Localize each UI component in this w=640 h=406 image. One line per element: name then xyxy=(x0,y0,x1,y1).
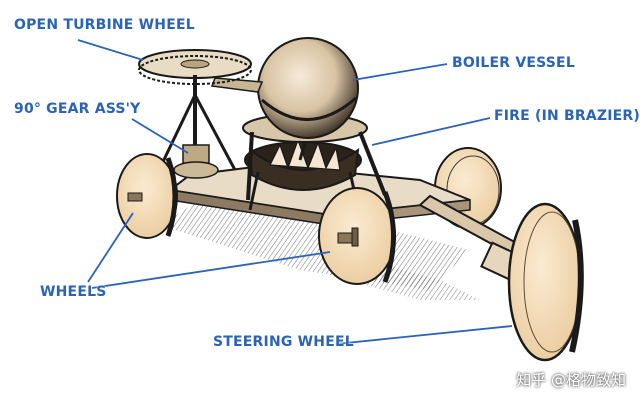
leader-gear xyxy=(131,118,189,154)
label-wheels: WHEELS xyxy=(40,284,107,300)
leader-boiler xyxy=(352,63,448,81)
middle-wheel xyxy=(318,187,396,285)
label-boiler-vessel: BOILER VESSEL xyxy=(452,55,575,71)
label-fire-in-brazier: FIRE (IN BRAZIER) xyxy=(494,108,640,124)
leader-turbine xyxy=(77,39,144,61)
leader-steering xyxy=(335,325,513,345)
label-gear-assembly: 90° GEAR ASS'Y xyxy=(14,101,141,117)
rear-left-wheel xyxy=(116,153,178,239)
steering-wheel-disc xyxy=(507,202,584,362)
boiler-sphere xyxy=(257,37,359,139)
leader-lines xyxy=(77,39,513,345)
label-steering-wheel: STEERING WHEEL xyxy=(213,334,354,350)
leader-wheels-b xyxy=(91,251,331,289)
leader-fire xyxy=(371,117,491,146)
watermark: 知乎 @格物致知 xyxy=(516,371,626,389)
turbine-wheel xyxy=(138,49,252,85)
leader-wheels-a xyxy=(87,212,134,283)
gear-assembly-tripod xyxy=(158,75,237,179)
brazier xyxy=(244,138,362,211)
label-open-turbine-wheel: OPEN TURBINE WHEEL xyxy=(14,17,195,33)
